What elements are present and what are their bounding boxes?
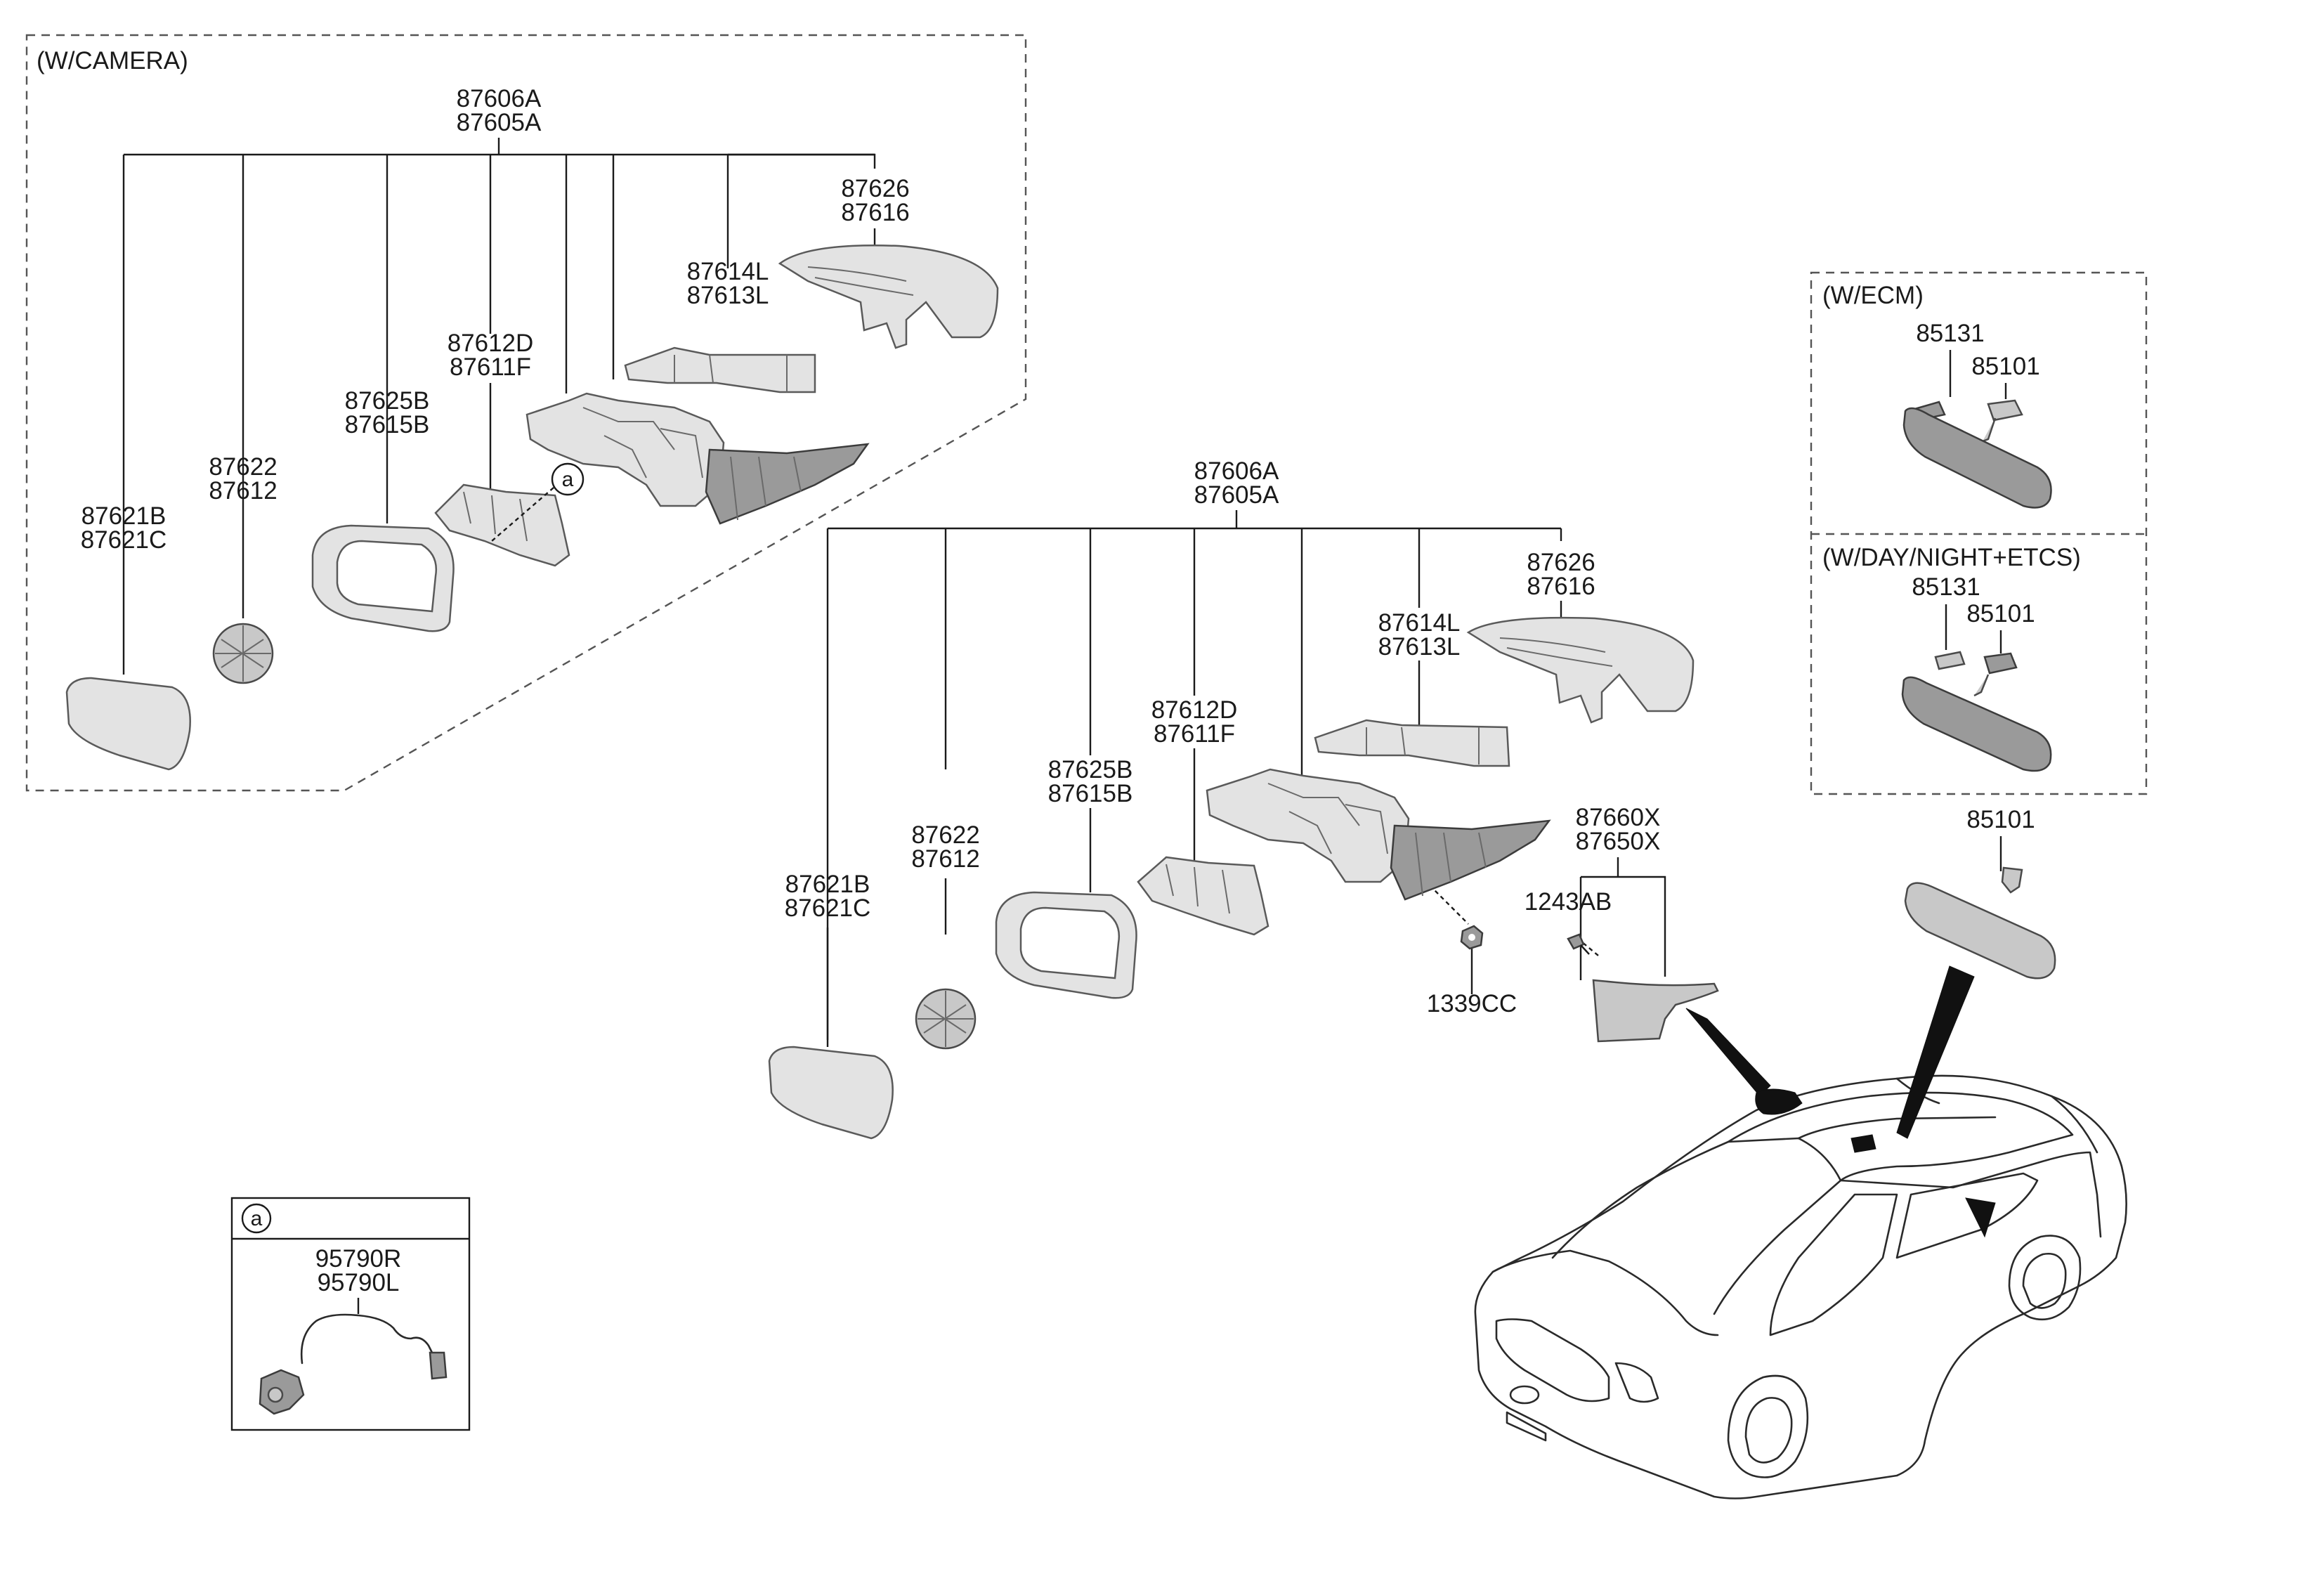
camera-housing-cover-label-2: 87611F (450, 353, 531, 381)
camera-harness-part (259, 1313, 448, 1415)
callout-a-border (230, 1197, 471, 1431)
camera-group: (W/CAMERA) 87606A 87605A 87626 87616 876… (25, 34, 1027, 792)
callout-a-letter: a (251, 1207, 263, 1230)
screw-icon (1567, 933, 1590, 955)
camera-callout-a: a (491, 462, 585, 542)
camera-bezel-label-2: 87615B (345, 411, 430, 438)
nut-icon (1460, 925, 1484, 950)
ecm-mirror-label: 85101 (1971, 353, 2039, 380)
std-repeater-part (1314, 719, 1510, 767)
camera-housing-cover-part (434, 483, 570, 567)
std-actuator-part (915, 988, 977, 1050)
basic-mirror-label: 85101 (1966, 806, 2035, 833)
std-housing-part (1206, 768, 1551, 901)
camera-actuator-part (212, 623, 274, 684)
std-assembly-label-2: 87605A (1194, 481, 1279, 509)
std-assembly-label-1: 87606A (1194, 457, 1279, 485)
camera-assembly-label-2: 87605A (457, 109, 542, 136)
camera-bezel-label-1: 87625B (345, 387, 430, 415)
std-repeater-label-1: 87614L (1378, 609, 1461, 637)
camera-repeater-label-2: 87613L (687, 282, 769, 309)
dn-bracket-label: 85131 (1912, 573, 1980, 601)
std-bezel-part (995, 891, 1137, 999)
dn-mirror-label: 85101 (1966, 600, 2035, 627)
std-housing-cover-label-1: 87612D (1151, 696, 1238, 724)
car-illustration (1474, 965, 2127, 1499)
camera-glass-part (65, 677, 191, 771)
ecm-bracket-label: 85131 (1916, 320, 1984, 347)
std-cover-label-1: 87626 (1527, 549, 1595, 576)
camera-repeater-label-1: 87614L (687, 258, 769, 285)
inside-mirror-pointer (1896, 965, 1975, 1139)
dn-mirror-part (1901, 651, 2052, 772)
std-glass-label-2: 87621C (785, 894, 871, 922)
std-repeater-label-2: 87613L (1378, 633, 1461, 660)
std-nut-label: 1339CC (1427, 990, 1517, 1017)
camera-housing-cover-label-1: 87612D (448, 330, 534, 357)
std-cover-label-2: 87616 (1527, 573, 1595, 600)
harness-label-1: 95790R (315, 1245, 402, 1273)
dn-group-title: (W/DAY/NIGHT+ETCS) (1822, 544, 2081, 571)
std-leader-lines (826, 510, 1666, 1047)
std-housing-cover-label-2: 87611F (1154, 720, 1235, 748)
camera-leader-lines (122, 138, 876, 675)
std-actuator-label-2: 87612 (911, 845, 979, 873)
ecm-group-title: (W/ECM) (1822, 282, 1924, 309)
std-garnish-label-1: 87660X (1576, 804, 1661, 831)
std-garnish-label-2: 87650X (1576, 828, 1661, 855)
ecm-mirror-part (1902, 399, 2052, 509)
std-glass-label-1: 87621B (785, 871, 870, 898)
camera-actuator-label-1: 87622 (209, 453, 277, 481)
outside-mirror-pointer (1685, 1008, 1771, 1097)
std-cover-part (1466, 616, 1695, 724)
camera-repeater-part (624, 346, 816, 393)
ecm-group-border (1810, 271, 2148, 795)
camera-cover-label-1: 87626 (841, 175, 909, 202)
standard-group: 87606A 87605A 87626 87616 (768, 457, 1719, 1140)
inside-mirror-groups: (W/ECM) 85131 85101 (W/DAY/NIGHT+ETCS) 8… (1810, 271, 2148, 980)
camera-bezel-part (311, 524, 455, 632)
camera-glass-label-2: 87621C (81, 526, 167, 554)
std-housing-cover-part (1137, 856, 1269, 936)
camera-assembly-label-1: 87606A (457, 85, 542, 112)
callout-a-box: a 95790R 95790L (230, 1197, 471, 1431)
camera-housing-part (525, 392, 870, 525)
camera-group-title: (W/CAMERA) (37, 47, 188, 74)
std-bezel-label-1: 87625B (1048, 756, 1133, 783)
camera-cover-label-2: 87616 (841, 199, 909, 226)
camera-group-border (25, 34, 1027, 792)
std-bezel-label-2: 87615B (1048, 780, 1133, 807)
std-screw-label: 1243AB (1525, 888, 1612, 916)
std-garnish-part (1592, 979, 1719, 1043)
camera-glass-label-1: 87621B (81, 502, 167, 530)
camera-callout-letter: a (562, 468, 574, 491)
harness-label-2: 95790L (318, 1269, 400, 1296)
basic-mirror-part (1904, 866, 2056, 980)
std-glass-part (768, 1046, 894, 1140)
camera-cover-part (778, 245, 999, 349)
camera-actuator-label-2: 87612 (209, 477, 277, 505)
std-actuator-label-1: 87622 (911, 821, 979, 849)
